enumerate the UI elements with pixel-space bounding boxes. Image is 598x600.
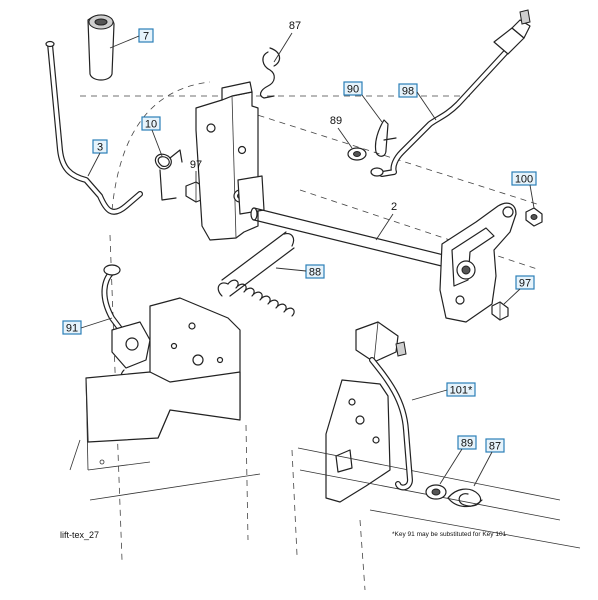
lift-bracket-part: [195, 81, 265, 241]
callout-90: 90: [343, 81, 383, 123]
callout-87-upper-text: 87: [289, 20, 301, 32]
callout-91: 91: [62, 317, 113, 335]
callout-101-text: 101*: [450, 385, 473, 397]
hairpin-clip-upper-part: [259, 47, 281, 99]
callout-98: 98: [398, 83, 437, 121]
callout-87-lower-text: 87: [489, 441, 501, 453]
footnote: *Key 91 may be substituted for Key 101: [392, 531, 507, 538]
callout-7-text: 7: [143, 31, 149, 43]
callout-89-lower-text: 89: [461, 438, 473, 450]
callout-3-text: 3: [97, 142, 103, 154]
callout-2-text: 2: [391, 201, 397, 213]
reference-lines: [80, 81, 541, 591]
extension-spring-part: [217, 231, 295, 317]
callout-87-lower: 87: [473, 438, 505, 487]
right-frame-part: [297, 379, 581, 549]
callout-88-text: 88: [309, 267, 321, 279]
washer-upper-part: [347, 147, 367, 161]
hex-bolt-right-part: [491, 301, 509, 321]
hairpin-clip-lower-part: [447, 488, 483, 508]
adjustment-rod-part: [370, 9, 531, 177]
callout-89-lower: 89: [439, 435, 477, 485]
callout-7: 7: [109, 28, 154, 49]
callout-100-text: 100: [515, 174, 533, 186]
callout-97-upper-text: 97: [190, 159, 202, 171]
callout-87-upper: 87: [273, 20, 301, 63]
callout-10-text: 10: [145, 119, 157, 131]
callout-labels: 7 87 3 10 97 90 98: [62, 20, 537, 487]
callout-97-right: 97: [503, 275, 535, 305]
callout-88: 88: [275, 264, 325, 279]
callout-3: 3: [87, 139, 108, 177]
callout-98-text: 98: [402, 86, 414, 98]
callout-97-upper: 97: [190, 159, 202, 182]
lift-shaft-part: [250, 207, 467, 273]
callout-10: 10: [141, 116, 163, 157]
figure-id: lift-tex_27: [60, 530, 99, 540]
right-lift-arm-part: [439, 202, 517, 323]
callout-2: 2: [375, 201, 397, 241]
callout-100: 100: [511, 171, 537, 209]
callout-90-text: 90: [347, 84, 359, 96]
left-frame-part: [69, 297, 261, 501]
hex-nut-100-part: [525, 207, 543, 227]
clip-90-part: [374, 119, 397, 157]
callout-89-upper-text: 89: [330, 115, 342, 127]
torsion-spring-part: [154, 149, 183, 201]
callout-97-right-text: 97: [519, 278, 531, 290]
washer-lower-part: [425, 484, 447, 500]
callout-89-upper: 89: [330, 115, 353, 149]
hand-grip-part: [87, 14, 115, 81]
callout-101: 101*: [411, 382, 476, 401]
callout-91-text: 91: [66, 323, 78, 335]
lift-handle-part: [45, 40, 143, 215]
lift-link-101-part: [355, 321, 413, 491]
